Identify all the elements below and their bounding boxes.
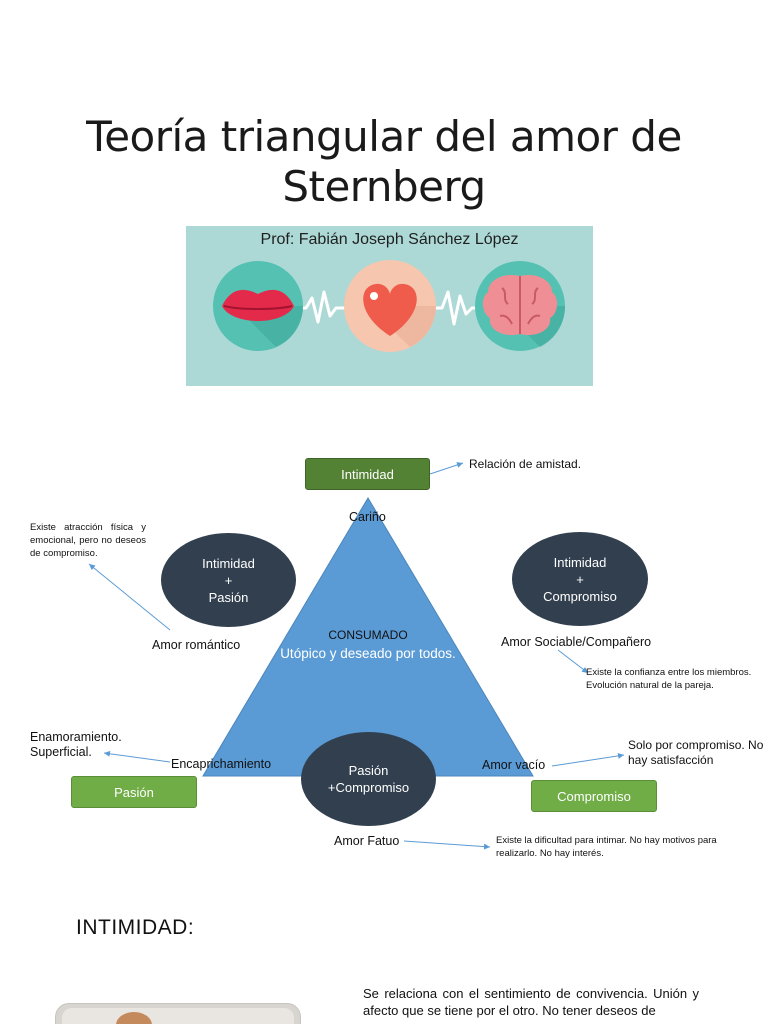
center-title: CONSUMADO [328, 628, 408, 642]
oval-intimidad-compromiso: Intimidad + Compromiso [512, 532, 648, 626]
oval-line: +Compromiso [327, 780, 410, 795]
label-amor-vacio: Amor vacío [482, 758, 546, 772]
oval-intimidad-pasion: Intimidad + Pasión [161, 533, 296, 627]
center-text: CONSUMADO Utópico y deseado por todos. [258, 628, 478, 661]
note-fatuo: Existe la dificultad para intimar. No ha… [496, 835, 717, 859]
center-subtitle: Utópico y deseado por todos. [280, 646, 456, 661]
label-amor-romantico: Amor romántico [152, 638, 241, 652]
heartbeat-line-icon-2 [434, 290, 482, 326]
page-title: Teoría triangular del amor de Sternberg [0, 112, 768, 212]
banner-illustration [213, 260, 566, 352]
section-heading: INTIMIDAD: [76, 916, 195, 939]
note-line: Enamoramiento. [30, 730, 122, 744]
oval-line: + [576, 571, 584, 587]
label-encaprichamiento: Encaprichamiento [171, 757, 272, 771]
banner-image: Prof: Fabián Joseph Sánchez López [186, 226, 593, 386]
couple-photo [55, 1003, 301, 1024]
arrow-fatuo [403, 840, 491, 850]
sternberg-diagram: Intimidad Pasión Compromiso Cariño CONSU… [0, 440, 768, 880]
body-paragraph: Se relaciona con el sentimiento de convi… [363, 986, 699, 1018]
vertex-box-pasion: Pasión [71, 776, 197, 808]
oval-line: Intimidad [553, 554, 607, 570]
heart-icon [344, 260, 436, 352]
title-line-1: Teoría triangular del amor de [86, 112, 682, 161]
apex-label: Cariño [349, 510, 386, 524]
note-enamoramiento: Enamoramiento. Superficial. [30, 730, 122, 760]
arrow-sociable [557, 649, 589, 674]
arrow-vacio [551, 752, 625, 767]
title-line-2: Sternberg [282, 162, 486, 211]
photo-subject [116, 1012, 152, 1024]
author-line: Prof: Fabián Joseph Sánchez López [260, 231, 519, 248]
oval-line: Pasión [348, 763, 389, 778]
arrow-enamoramiento [103, 750, 171, 763]
label-amor-sociable: Amor Sociable/Compañero [501, 635, 652, 649]
note-line: Superficial. [30, 745, 92, 759]
note-line: Existe la confianza entre los miembros. [586, 667, 752, 678]
vertex-box-intimidad: Intimidad [305, 458, 430, 490]
vertex-box-compromiso: Compromiso [531, 780, 657, 812]
note-sociable: Existe la confianza entre los miembros. … [586, 666, 751, 692]
arrow-romantico [88, 563, 171, 631]
diagram-shapes [88, 462, 625, 850]
label-amor-fatuo: Amor Fatuo [334, 834, 400, 848]
oval-pasion-compromiso: Pasión +Compromiso [301, 732, 436, 826]
oval-line: Intimidad [202, 555, 255, 571]
note-amistad: Relación de amistad. [469, 457, 582, 471]
photo-background [62, 1008, 294, 1024]
note-vacio: Solo por compromiso. No hay satisfacción [628, 738, 764, 767]
heartbeat-line-icon [298, 290, 348, 324]
oval-line: Compromiso [543, 588, 617, 604]
note-line: Evolución natural de la pareja. [586, 680, 714, 691]
lips-icon [213, 261, 303, 351]
brain-icon [475, 261, 566, 351]
note-romantico: Existe atracción física y emocional, per… [30, 522, 146, 559]
oval-line: + [224, 572, 233, 588]
arrow-amistad [429, 462, 464, 475]
oval-line: Pasión [208, 589, 249, 605]
